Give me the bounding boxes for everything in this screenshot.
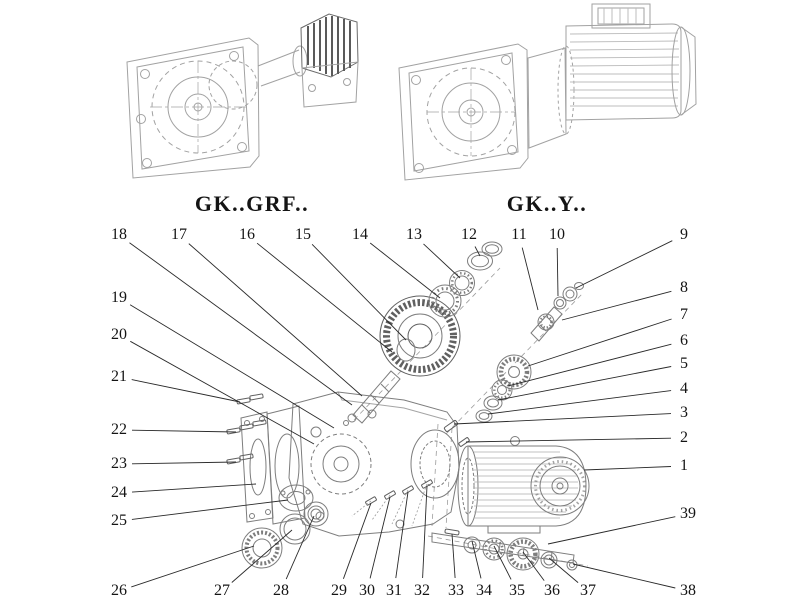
- leader-line-6: [507, 343, 672, 387]
- part-callout-14: 14: [352, 226, 368, 243]
- model-title-gk-y: GK..Y..: [506, 191, 588, 216]
- part-callout-5: 5: [680, 355, 688, 372]
- leader-line-35: [493, 545, 512, 580]
- part-callout-19: 19: [111, 289, 127, 306]
- part-callout-10: 10: [549, 226, 565, 243]
- part-callout-12: 12: [461, 226, 477, 243]
- leader-line-30: [369, 496, 391, 579]
- part-callout-33: 33: [448, 582, 464, 599]
- leader-line-38: [572, 563, 676, 589]
- part-callout-17: 17: [171, 226, 187, 243]
- leader-line-19: [129, 304, 335, 429]
- leader-line-13: [423, 243, 461, 279]
- leader-line-39: [547, 516, 676, 545]
- leader-line-2: [465, 437, 672, 443]
- leader-line-27: [231, 529, 293, 583]
- leader-line-14: [369, 242, 441, 299]
- leader-line-37: [548, 557, 579, 583]
- leader-line-12: [474, 246, 481, 257]
- part-callout-2: 2: [680, 429, 688, 446]
- part-callout-16: 16: [239, 226, 255, 243]
- leader-line-5: [497, 366, 672, 401]
- leader-line-24: [131, 483, 257, 493]
- leader-line-34: [471, 540, 482, 579]
- leader-line-20: [130, 340, 315, 445]
- part-callout-36: 36: [544, 582, 560, 599]
- part-callout-38: 38: [680, 582, 696, 599]
- part-callout-6: 6: [680, 332, 688, 349]
- part-callout-31: 31: [386, 582, 402, 599]
- part-callout-30: 30: [359, 582, 375, 599]
- leader-line-11: [521, 247, 539, 311]
- part-callout-1: 1: [680, 457, 688, 474]
- exploded-assembly-drawing: [226, 241, 590, 571]
- leader-line-32: [422, 485, 428, 579]
- gearbox-motor-drawing: [398, 3, 697, 181]
- leader-line-4: [487, 390, 672, 415]
- leader-line-29: [342, 502, 372, 579]
- leader-line-33: [451, 533, 456, 579]
- part-callout-26: 26: [111, 582, 127, 599]
- part-callout-35: 35: [509, 582, 525, 599]
- part-callout-8: 8: [680, 279, 688, 296]
- part-callout-7: 7: [680, 306, 688, 323]
- part-callout-34: 34: [476, 582, 492, 599]
- part-callout-27: 27: [214, 582, 230, 599]
- leader-line-3: [453, 413, 672, 425]
- part-callout-22: 22: [111, 421, 127, 438]
- leader-line-8: [561, 290, 672, 321]
- leader-line-22: [131, 429, 237, 433]
- leader-line-21: [131, 379, 241, 403]
- part-callout-24: 24: [111, 484, 127, 501]
- leader-line-17: [188, 243, 363, 397]
- leader-line-36: [522, 551, 545, 581]
- leader-line-10: [556, 247, 559, 297]
- part-callout-20: 20: [111, 326, 127, 343]
- part-callout-29: 29: [331, 582, 347, 599]
- part-callout-18: 18: [111, 226, 127, 243]
- leader-line-18: [129, 242, 353, 406]
- leader-line-15: [311, 243, 407, 341]
- part-callout-25: 25: [111, 512, 127, 529]
- part-callout-11: 11: [511, 226, 527, 243]
- leader-line-16: [256, 242, 393, 353]
- part-callout-4: 4: [680, 380, 688, 397]
- part-callout-28: 28: [273, 582, 289, 599]
- part-callout-32: 32: [414, 582, 430, 599]
- leader-line-28: [285, 515, 315, 580]
- part-callout-37: 37: [580, 582, 596, 599]
- part-callout-23: 23: [111, 455, 127, 472]
- part-callout-39: 39: [680, 505, 696, 522]
- leader-line-7: [527, 318, 672, 367]
- leader-line-31: [395, 491, 409, 579]
- part-callout-3: 3: [680, 404, 688, 421]
- leader-line-9: [575, 240, 673, 289]
- leader-line-26: [131, 545, 255, 588]
- leader-line-23: [131, 461, 237, 465]
- part-callout-21: 21: [111, 368, 127, 385]
- gearbox-grf-drawing: [126, 13, 359, 179]
- leader-line-1: [583, 466, 672, 471]
- part-callout-13: 13: [406, 226, 422, 243]
- part-callout-9: 9: [680, 226, 688, 243]
- leader-lines: [129, 240, 676, 589]
- part-callout-15: 15: [295, 226, 311, 243]
- model-title-gk-grf: GK..GRF..: [194, 191, 310, 216]
- leader-line-25: [131, 499, 289, 520]
